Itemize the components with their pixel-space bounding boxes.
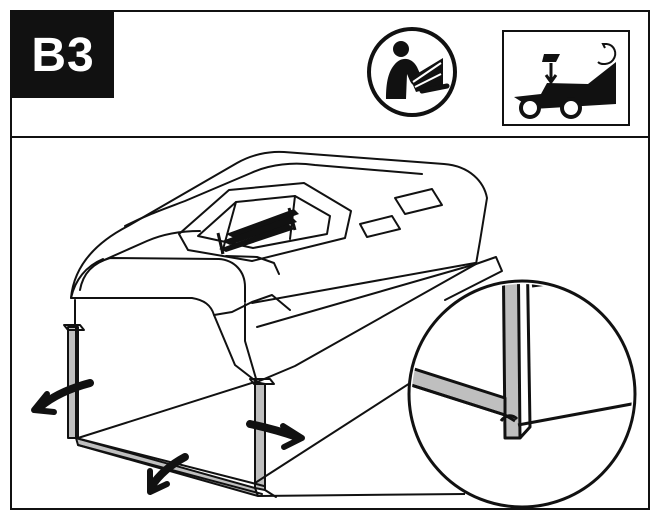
inset-bag-edge — [408, 334, 409, 368]
bag-corner-right — [444, 256, 503, 301]
inset-horizontal-edge — [412, 382, 516, 423]
bag-handle-grip — [216, 207, 299, 255]
bag-rim-inner — [79, 257, 246, 303]
step-badge: B3 — [12, 12, 114, 98]
instruction-panel: B3 — [10, 10, 650, 510]
grass-bag-illustration — [12, 138, 648, 508]
bag-top-crease-2 — [101, 230, 201, 262]
bag-slot-2 — [359, 215, 401, 238]
step-header: B3 — [12, 12, 648, 138]
step-label: B3 — [31, 28, 95, 82]
bag-side-top — [251, 262, 476, 304]
bag-top-outline — [70, 150, 488, 383]
detail-zoom-lines — [254, 375, 466, 497]
frame-diagonal — [77, 381, 256, 439]
inset-vertical-edge — [516, 284, 532, 440]
bag-top-crease — [124, 162, 423, 227]
engine-off-mower-icon — [502, 30, 630, 126]
frame-right-bar — [254, 381, 266, 491]
bag-rim-left — [70, 258, 104, 299]
rotate-arrow-icon — [36, 379, 94, 411]
read-manual-icon — [362, 22, 472, 122]
grass-bag-diagram — [31, 150, 637, 508]
bag-side-edge — [256, 263, 477, 328]
bag-handle-well — [178, 182, 352, 262]
detail-inset — [407, 279, 637, 508]
frame-top-clip-left — [63, 324, 85, 331]
rotate-arrows — [31, 379, 305, 495]
bag-handle-left-side — [221, 201, 237, 254]
bag-top-crease-3 — [225, 255, 280, 275]
frame-top-clip-right — [249, 378, 275, 385]
bag-side-lower — [244, 303, 258, 383]
rotate-arrow-icon — [147, 453, 189, 491]
bag-slot-1 — [394, 188, 443, 215]
inset-floor-line — [517, 399, 632, 427]
inset-joint — [499, 414, 519, 422]
